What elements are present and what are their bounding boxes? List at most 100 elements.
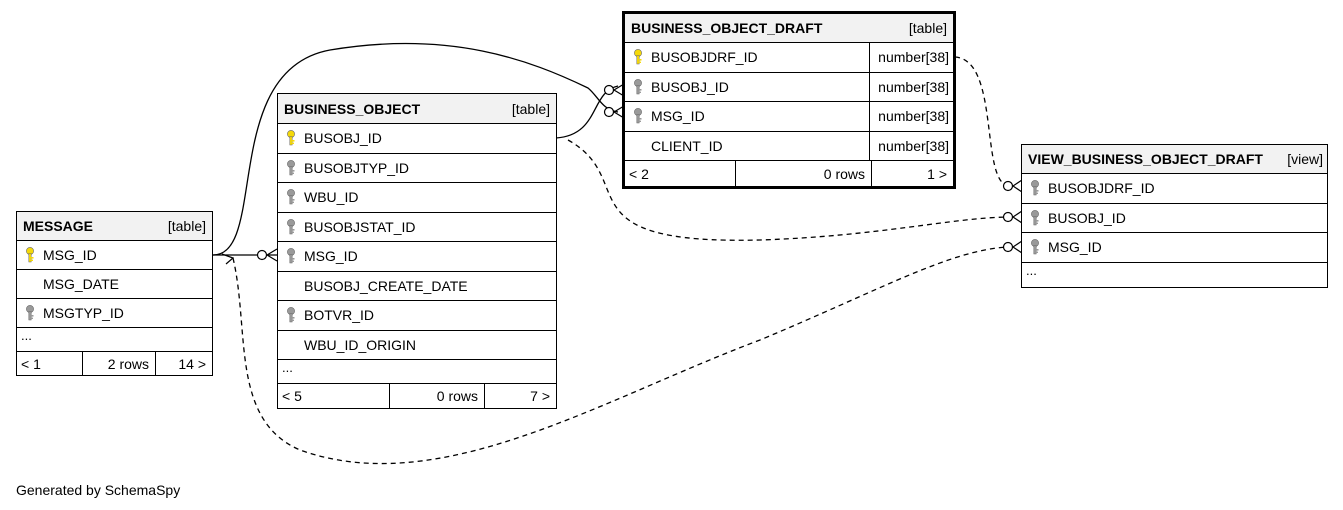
column-row[interactable]: WBU_ID_ORIGIN xyxy=(278,331,556,360)
column-datatype: number[38] xyxy=(869,102,953,131)
column-row[interactable]: CLIENT_ID number[38] xyxy=(625,131,953,161)
column-row[interactable]: BUSOBJDRF_ID number[38] xyxy=(625,43,953,73)
column-name: BUSOBJ_CREATE_DATE xyxy=(304,277,468,294)
parents-link[interactable]: < 2 xyxy=(625,161,736,186)
table-footer: < 5 0 rows 7 > xyxy=(278,384,556,408)
edge-business-object-view xyxy=(567,139,1009,241)
more-columns: ... xyxy=(17,328,212,352)
children-link[interactable]: 7 > xyxy=(530,388,550,404)
zero-optional-marker xyxy=(603,106,615,118)
column-name: BUSOBJTYP_ID xyxy=(304,159,410,176)
table-header: MESSAGE [table] xyxy=(17,212,212,241)
foreign-key-icon xyxy=(284,188,304,206)
foreign-key-icon xyxy=(23,304,43,322)
primary-key-icon xyxy=(631,48,651,66)
crowfoot-marker xyxy=(1012,179,1023,193)
column-row[interactable]: MSG_DATE xyxy=(17,270,212,299)
column-name: WBU_ID_ORIGIN xyxy=(304,336,417,353)
column-row[interactable]: MSG_ID number[38] xyxy=(625,102,953,132)
column-row[interactable]: BUSOBJ_ID number[38] xyxy=(625,72,953,102)
zero-optional-marker xyxy=(256,249,268,261)
crowfoot-marker xyxy=(1012,240,1023,254)
column-name: BUSOBJ_ID xyxy=(1048,209,1126,226)
zero-optional-marker xyxy=(1002,211,1014,223)
table-type: [table] xyxy=(511,100,550,117)
zero-optional-marker xyxy=(1002,241,1014,253)
column-row[interactable]: MSGTYP_ID xyxy=(17,299,212,328)
column-datatype: number[38] xyxy=(869,43,953,72)
edge-draft-view xyxy=(954,56,1009,187)
parents-link[interactable]: < 1 xyxy=(17,352,83,375)
column-list: MSG_ID MSG_DATE MSGTYP_ID xyxy=(17,241,212,328)
table-header: BUSINESS_OBJECT_DRAFT [table] xyxy=(625,14,953,43)
row-count: 0 rows xyxy=(390,384,485,408)
zero-optional-marker xyxy=(1002,180,1014,192)
generated-by-text: Generated by SchemaSpy xyxy=(16,482,181,498)
children-link[interactable]: 1 > xyxy=(927,165,947,182)
column-row[interactable]: BUSOBJDRF_ID xyxy=(1022,174,1327,204)
table-header: BUSINESS_OBJECT [table] xyxy=(278,94,556,124)
column-row[interactable]: BUSOBJTYP_ID xyxy=(278,154,556,183)
column-row[interactable]: BUSOBJ_CREATE_DATE xyxy=(278,272,556,301)
row-count: 0 rows xyxy=(736,161,872,186)
table-footer: < 2 0 rows 1 > xyxy=(625,161,953,186)
view-business-object-draft[interactable]: VIEW_BUSINESS_OBJECT_DRAFT [view] BUSOBJ… xyxy=(1021,144,1328,288)
crowfoot-marker xyxy=(1012,210,1023,224)
foreign-key-icon xyxy=(284,247,304,265)
column-row[interactable]: MSG_ID xyxy=(17,241,212,270)
table-type: [table] xyxy=(908,20,947,36)
foreign-key-icon xyxy=(284,306,304,324)
column-datatype: number[38] xyxy=(869,131,953,160)
foreign-key-icon xyxy=(631,78,651,96)
column-name: BUSOBJDRF_ID xyxy=(651,49,758,66)
zero-optional-marker xyxy=(603,84,615,96)
column-name: MSG_ID xyxy=(1048,239,1102,256)
column-name: MSGTYP_ID xyxy=(43,305,124,321)
column-row[interactable]: BOTVR_ID xyxy=(278,301,556,331)
table-header: VIEW_BUSINESS_OBJECT_DRAFT [view] xyxy=(1022,145,1327,174)
foreign-key-icon xyxy=(1028,179,1048,197)
table-business-object-draft[interactable]: BUSINESS_OBJECT_DRAFT [table] BUSOBJDRF_… xyxy=(622,11,956,189)
more-columns: ... xyxy=(1026,262,1037,278)
foreign-key-icon xyxy=(1028,209,1048,227)
column-name: MSG_DATE xyxy=(43,276,119,292)
primary-key-icon xyxy=(23,246,43,264)
primary-key-icon xyxy=(284,129,304,147)
column-name: MSG_ID xyxy=(43,247,97,263)
table-name: BUSINESS_OBJECT xyxy=(284,100,421,117)
column-list: BUSOBJDRF_ID number[38] BUSOBJ_ID number[38… xyxy=(625,43,953,161)
column-name: BUSOBJ_ID xyxy=(651,78,729,95)
edge-message-draft xyxy=(212,42,619,256)
column-name: BUSOBJ_ID xyxy=(304,130,382,147)
crowfoot-marker xyxy=(266,248,278,262)
arrow-marker xyxy=(221,253,235,265)
column-row[interactable]: MSG_ID xyxy=(278,242,556,272)
table-name: BUSINESS_OBJECT_DRAFT xyxy=(631,20,823,36)
column-row[interactable]: MSG_ID xyxy=(1022,233,1327,263)
column-name: BUSOBJDRF_ID xyxy=(1048,180,1155,197)
table-business-object[interactable]: BUSINESS_OBJECT [table] BUSOBJ_ID BUSOBJT… xyxy=(277,93,557,409)
parents-link[interactable]: < 5 xyxy=(278,384,390,408)
children-link[interactable]: 14 > xyxy=(178,355,206,372)
column-row[interactable]: WBU_ID xyxy=(278,183,556,213)
column-datatype: number[38] xyxy=(869,72,953,101)
column-row[interactable]: BUSOBJSTAT_ID xyxy=(278,213,556,242)
column-row[interactable]: BUSOBJ_ID xyxy=(1022,204,1327,233)
column-row[interactable]: BUSOBJ_ID xyxy=(278,124,556,154)
table-name: MESSAGE xyxy=(23,218,94,234)
column-name: MSG_ID xyxy=(304,248,358,265)
column-name: BOTVR_ID xyxy=(304,307,375,324)
table-type: [view] xyxy=(1287,151,1323,167)
row-count: 2 rows xyxy=(83,352,156,375)
column-name: BUSOBJSTAT_ID xyxy=(304,218,416,235)
foreign-key-icon xyxy=(631,107,651,125)
table-footer: < 1 2 rows 14 > xyxy=(17,352,212,375)
edge-message-view xyxy=(232,246,1009,465)
column-list: BUSOBJ_ID BUSOBJTYP_ID WBU_ID BUSOBJSTAT_ID… xyxy=(278,124,556,360)
column-name: CLIENT_ID xyxy=(651,137,723,154)
column-name: MSG_ID xyxy=(651,108,705,125)
foreign-key-icon xyxy=(1028,238,1048,256)
foreign-key-icon xyxy=(284,159,304,177)
